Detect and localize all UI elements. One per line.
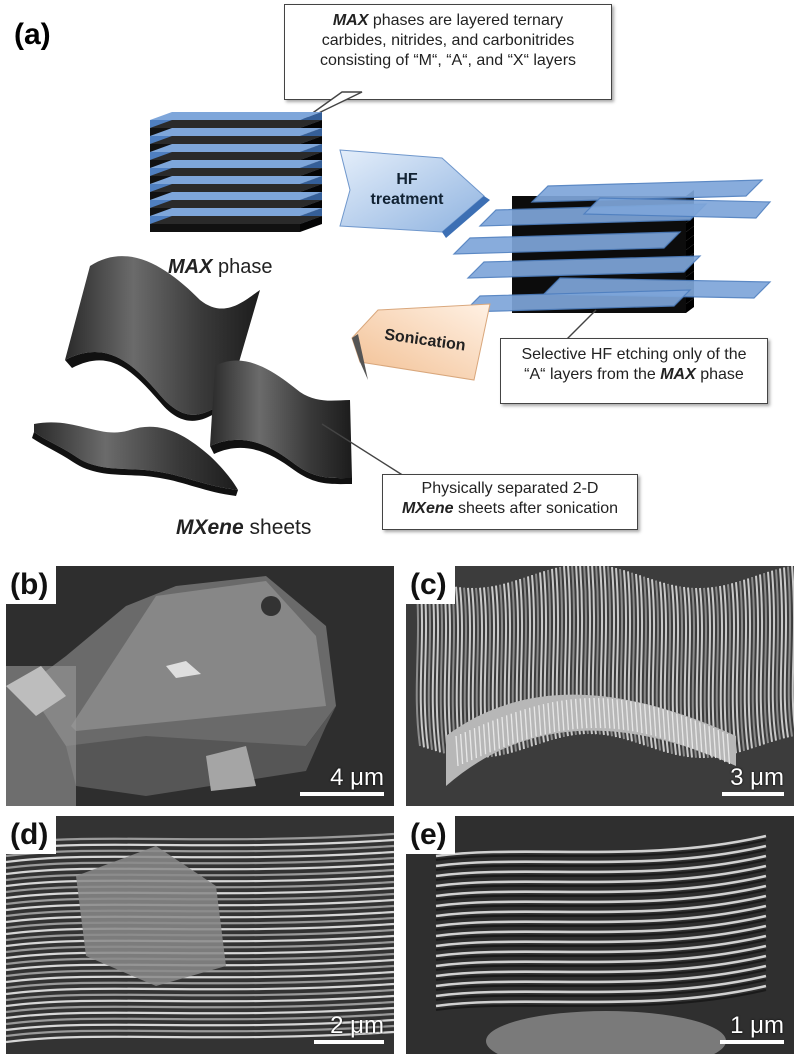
panel-e-scalebar: 1 μm xyxy=(720,1012,784,1044)
callout-line3: consisting of “M“, “A“, and “X“ layers xyxy=(319,52,577,69)
panel-d-scale-text: 2 μm xyxy=(330,1012,384,1039)
mxene-sheets-caption: MXene sheets xyxy=(176,516,311,540)
etch-line2-pre: “A“ layers from the xyxy=(524,366,661,383)
panel-b-scale-text: 4 μm xyxy=(330,764,384,791)
sem-panel-c: (c) 3 μm xyxy=(406,566,794,806)
hf-treatment-arrow xyxy=(339,149,490,238)
panel-e-label: (e) xyxy=(406,816,455,854)
max-caption-rest: phase xyxy=(212,256,273,278)
hf-line2: treatment xyxy=(370,191,444,208)
sem-panel-d: (d) 2 μm xyxy=(6,816,394,1054)
sheets-line1: Physically separated 2-D xyxy=(421,480,599,497)
panel-c-label: (c) xyxy=(406,566,455,604)
etch-line1: Selective HF etching only of the xyxy=(521,346,747,363)
sheets-callout-pointer xyxy=(321,423,405,477)
hf-treatment-label: HF treatment xyxy=(352,170,462,210)
mxene-caption-rest: sheets xyxy=(243,516,312,539)
panel-d-scalebar: 2 μm xyxy=(314,1012,384,1044)
panel-d-label: (d) xyxy=(6,816,57,854)
sem-panel-b: (b) 4 μm xyxy=(6,566,394,806)
mxene-sheets xyxy=(32,256,352,496)
sheets-callout: Physically separated 2-D MXene sheets af… xyxy=(382,474,638,530)
hf-line1: HF xyxy=(396,171,418,188)
panel-b-scalebar: 4 μm xyxy=(300,764,384,796)
sheets-line2-bold: MXene xyxy=(401,500,454,517)
callout-max-bold: MAX xyxy=(332,12,369,29)
etch-callout: Selective HF etching only of the “A“ lay… xyxy=(500,338,768,404)
mxene-caption-bold: MXene xyxy=(176,516,244,539)
panel-b-label: (b) xyxy=(6,566,57,604)
etch-line2-post: phase xyxy=(695,366,744,383)
panel-c-scale-text: 3 μm xyxy=(730,764,784,791)
sheets-line2-post: sheets after sonication xyxy=(453,500,619,517)
max-phase-caption: MAX phase xyxy=(168,256,273,279)
max-phase-callout: MAX phases are layered ternary carbides,… xyxy=(284,4,612,100)
panel-a-label: (a) xyxy=(14,18,51,51)
panel-e-scale-text: 1 μm xyxy=(730,1012,784,1039)
exfoliation-diagram xyxy=(32,91,772,496)
max-phase-stack xyxy=(150,112,322,232)
callout-line1: phases are layered ternary xyxy=(368,12,564,29)
sem-panel-e: (e) 1 μm xyxy=(406,816,794,1054)
etched-stack xyxy=(452,179,772,313)
panel-c-scalebar: 3 μm xyxy=(722,764,784,796)
etch-line2-bold: MAX xyxy=(660,366,696,383)
sonication-arrow xyxy=(351,303,491,381)
callout-line2: carbides, nitrides, and carbonitrides xyxy=(321,32,575,49)
max-caption-bold: MAX xyxy=(168,256,213,278)
